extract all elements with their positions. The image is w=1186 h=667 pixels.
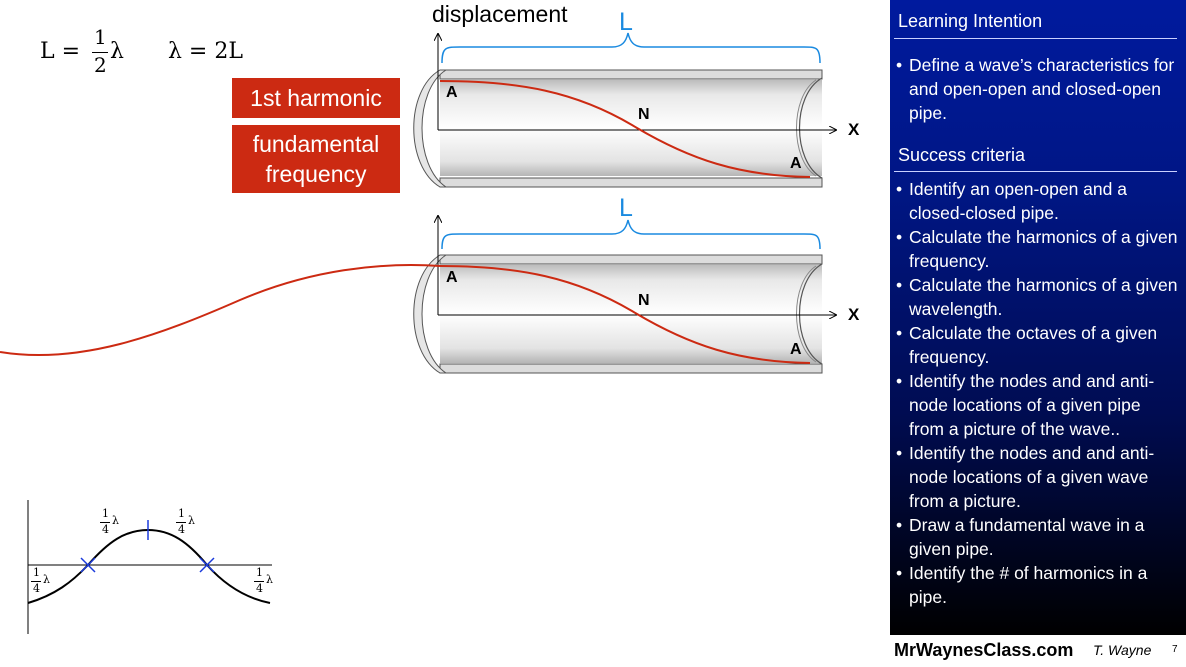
quarter-wave-graph (27, 500, 272, 634)
top-antinode-start: A (446, 84, 458, 101)
list-item: Draw a fundamental wave in a given pipe. (896, 513, 1180, 561)
fundamental-label: fundamental frequency (232, 125, 400, 193)
top-pipe-right-rim (798, 77, 823, 179)
bottom-node-mid: N (638, 292, 650, 309)
quarter-bar (31, 581, 41, 582)
quarter-bar (176, 522, 186, 523)
learning-intention-rule (894, 38, 1177, 39)
top-wave-curve (439, 80, 811, 178)
quarter-den: 4 (102, 523, 109, 536)
formula-frac-bar (92, 52, 108, 53)
success-criteria-rule (894, 171, 1177, 172)
success-criteria-list: Identify an open-open and a closed-close… (896, 177, 1180, 609)
top-length-brace (441, 32, 821, 64)
formula-frac-num: 1 (94, 25, 107, 49)
node-cross-left (80, 557, 96, 573)
list-item: Identify the nodes and and anti-node loc… (896, 369, 1180, 441)
top-node-mid: N (638, 106, 650, 123)
fundamental-label-line1: fundamental (252, 131, 380, 157)
bottom-pipe-wall-bottom (439, 363, 823, 374)
learning-intention-heading: Learning Intention (898, 11, 1043, 31)
top-antinode-end: A (790, 155, 802, 172)
quarter-num: 1 (33, 566, 40, 579)
bottom-wave-extension (0, 264, 441, 357)
formula-lhs: L = (40, 39, 81, 64)
bottom-antinode-end: A (790, 341, 802, 358)
formula-lambda: λ (110, 39, 124, 64)
bottom-length-brace (441, 219, 821, 250)
formula-wavelength: L = 1 2 λ λ = 2L (40, 25, 280, 85)
top-pipe-right-rim-inner (796, 79, 817, 177)
top-pipe-left-rim (413, 69, 448, 188)
quarter-lambda: λ (112, 514, 119, 527)
formula-frac-den: 2 (94, 53, 107, 77)
top-length-label: L (619, 8, 633, 36)
harmonic-label: 1st harmonic (232, 78, 400, 118)
quarter-lambda: λ (188, 514, 195, 527)
bottom-pipe (413, 254, 823, 374)
list-item: Identify an open-open and a closed-close… (896, 177, 1180, 225)
bottom-pipe-right-rim-inner (796, 265, 817, 363)
quarter-num: 1 (256, 566, 263, 579)
top-pipe (413, 69, 823, 188)
bottom-x-label: X (848, 305, 860, 324)
displacement-label: displacement (432, 1, 568, 27)
quarter-lambda: λ (43, 573, 50, 586)
top-pipe-wall-top (439, 69, 823, 80)
bottom-pipe-wall-top (439, 254, 823, 265)
bottom-length-label: L (619, 194, 633, 222)
harmonic-label-text: 1st harmonic (250, 85, 382, 111)
quarter-label-bottom-left: 1 4 λ (31, 566, 55, 600)
list-item: Calculate the harmonics of a given frequ… (896, 225, 1180, 273)
quarter-label-top-left: 1 4 λ (100, 507, 124, 541)
list-item: Define a wave’s characteristics for and … (896, 53, 1180, 125)
site-link[interactable]: MrWaynesClass.com (894, 640, 1074, 660)
formula-rhs: λ = 2L (168, 39, 243, 64)
fundamental-label-line2: frequency (265, 161, 367, 187)
list-item: Calculate the octaves of a given frequen… (896, 321, 1180, 369)
top-pipe-body (440, 80, 822, 176)
list-item: Identify the # of harmonics in a pipe. (896, 561, 1180, 609)
learning-intention-list: Define a wave’s characteristics for and … (896, 53, 1180, 125)
quarter-bar (254, 581, 264, 582)
list-item: Identify the nodes and and anti-node loc… (896, 441, 1180, 513)
top-pipe-wall-bottom (439, 177, 823, 188)
bottom-pipe-right-rim (798, 263, 823, 365)
quarter-lambda: λ (266, 573, 273, 586)
bottom-wave-curve (439, 265, 811, 364)
objectives-panel: Learning Intention Define a wave’s chara… (890, 0, 1186, 635)
list-item: Calculate the harmonics of a given wavel… (896, 273, 1180, 321)
quarter-num: 1 (178, 507, 185, 520)
quarter-num: 1 (102, 507, 109, 520)
quarter-label-bottom-right: 1 4 λ (254, 566, 278, 600)
quarter-label-top-right: 1 4 λ (176, 507, 200, 541)
bottom-pipe-left-rim (413, 254, 448, 374)
top-x-label: X (848, 120, 860, 139)
quarter-den: 4 (256, 582, 263, 595)
quarter-den: 4 (33, 582, 40, 595)
pipe-diagrams (0, 32, 890, 634)
quarter-wave-curve (27, 528, 271, 604)
page-number: 7 (1172, 644, 1178, 655)
node-cross-right (199, 557, 215, 573)
bottom-pipe-body (440, 265, 822, 363)
quarter-bar (100, 522, 110, 523)
success-criteria-heading: Success criteria (898, 145, 1026, 165)
author-name: T. Wayne (1093, 642, 1152, 658)
bottom-antinode-start: A (446, 269, 458, 286)
quarter-den: 4 (178, 523, 185, 536)
